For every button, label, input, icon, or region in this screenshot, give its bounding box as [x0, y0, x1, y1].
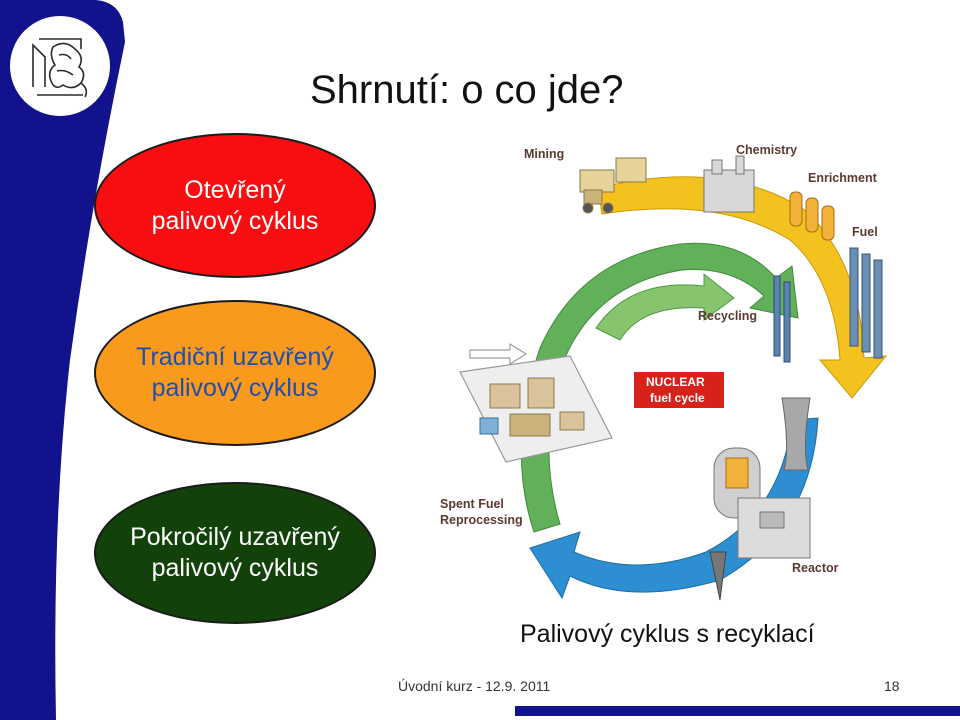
footer-course-date: Úvodní kurz - 12.9. 2011	[398, 678, 551, 694]
oval-line: Otevřený	[184, 175, 286, 204]
oval-line: palivový cyklus	[151, 554, 319, 582]
chemistry-plant	[703, 155, 755, 213]
nuclear-fuel-cycle-diagram: Mining Chemistry Enrichment Fuel Recycli…	[440, 143, 888, 601]
label-reprocessing: Reprocessing	[440, 513, 523, 527]
label-fuel-cycle: fuel cycle	[650, 391, 705, 405]
oval-line: palivový cyklus	[151, 206, 319, 235]
diagram-caption: Palivový cyklus s recyklací	[520, 620, 815, 648]
bottom-accent-bar	[515, 706, 960, 716]
university-logo	[10, 16, 110, 116]
reactor-plant	[709, 397, 811, 601]
open-fuel-cycle-oval: Otevřený palivový cyklus	[94, 133, 376, 278]
recycling-rods	[773, 275, 791, 363]
label-recycling: Recycling	[698, 309, 757, 323]
enrichment-cylinders	[789, 191, 835, 241]
reprocessing-plant	[459, 355, 613, 463]
oval-line: Tradiční uzavřený	[136, 343, 334, 371]
waste-outflow-arrow	[469, 343, 527, 365]
label-mining: Mining	[524, 147, 564, 161]
advanced-closed-fuel-cycle-oval: Pokročilý uzavřený palivový cyklus	[94, 482, 376, 624]
label-spent-fuel: Spent Fuel	[440, 497, 504, 511]
label-nuclear: NUCLEAR	[646, 375, 705, 389]
fuel-assemblies	[849, 247, 883, 359]
label-chemistry: Chemistry	[736, 143, 797, 157]
label-reactor: Reactor	[792, 561, 839, 575]
inner-green-arrow	[595, 272, 735, 341]
label-enrichment: Enrichment	[808, 171, 878, 185]
nuclear-fuel-cycle-badge	[634, 372, 724, 408]
footer-page-number: 18	[884, 678, 900, 694]
mining-trucks	[579, 157, 647, 214]
slide-title: Shrnutí: o co jde?	[310, 68, 624, 112]
label-fuel: Fuel	[852, 225, 878, 239]
oval-line: palivový cyklus	[151, 374, 319, 402]
traditional-closed-fuel-cycle-oval: Tradiční uzavřený palivový cyklus	[94, 300, 376, 446]
oval-line: Pokročilý uzavřený	[130, 523, 340, 551]
lion-emblem-icon	[32, 38, 88, 98]
